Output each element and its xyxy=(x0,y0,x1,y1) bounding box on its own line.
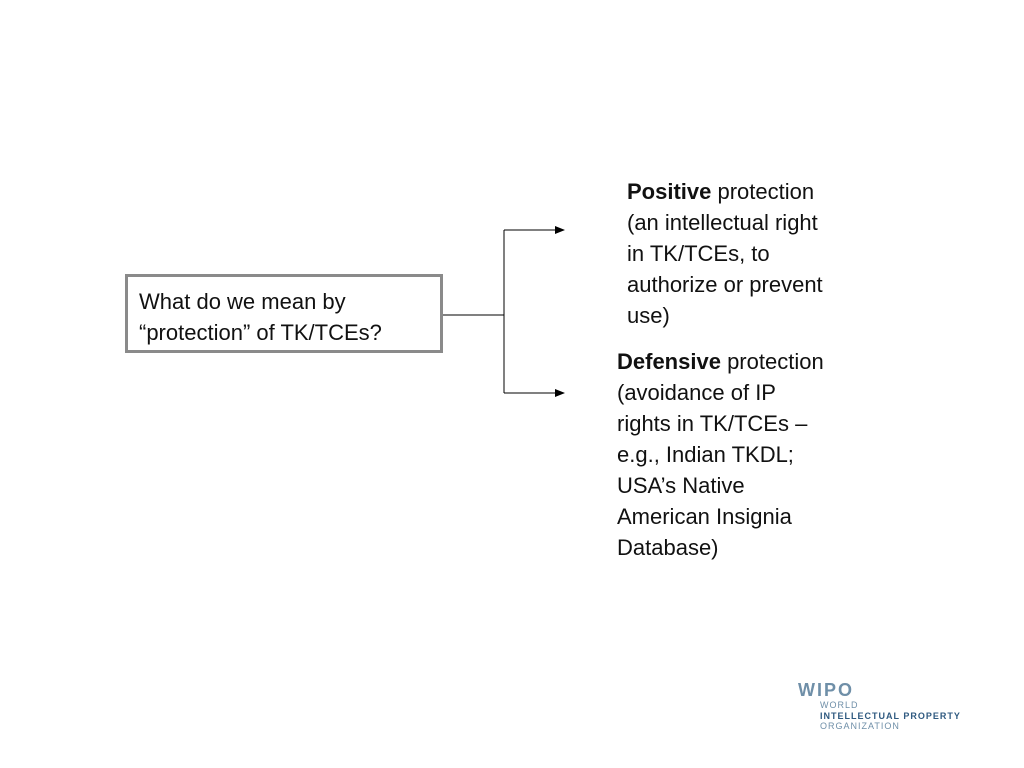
positive-line-4: authorize or prevent xyxy=(627,272,823,297)
defensive-line-6: American Insignia xyxy=(617,504,792,529)
wipo-line-org: ORGANIZATION xyxy=(820,721,900,731)
defensive-line-7: Database) xyxy=(617,535,719,560)
wipo-full-name: WORLD INTELLECTUAL PROPERTY ORGANIZATION xyxy=(820,700,961,732)
defensive-line-3: rights in TK/TCEs – xyxy=(617,411,808,436)
question-text: What do we mean by “protection” of TK/TC… xyxy=(139,286,382,348)
defensive-line-5: USA’s Native xyxy=(617,473,745,498)
question-line-1: What do we mean by xyxy=(139,289,346,314)
defensive-line-2: (avoidance of IP xyxy=(617,380,776,405)
positive-line-5: use) xyxy=(627,303,670,328)
question-box: What do we mean by “protection” of TK/TC… xyxy=(125,274,443,353)
positive-line-3: in TK/TCEs, to xyxy=(627,241,770,266)
defensive-line-4: e.g., Indian TKDL; xyxy=(617,442,794,467)
wipo-acronym: WIPO xyxy=(798,680,854,700)
defensive-protection-text: Defensive protection (avoidance of IP ri… xyxy=(617,346,824,563)
wipo-logo: WIPO WORLD INTELLECTUAL PROPERTY ORGANIZ… xyxy=(798,680,960,731)
positive-line-2: (an intellectual right xyxy=(627,210,818,235)
positive-protection-text: Positive protection (an intellectual rig… xyxy=(627,176,823,331)
wipo-line-world: WORLD xyxy=(820,700,859,710)
wipo-line-ip: INTELLECTUAL PROPERTY xyxy=(820,710,961,721)
question-line-2: “protection” of TK/TCEs? xyxy=(139,320,382,345)
defensive-line-1: protection xyxy=(720,349,824,374)
positive-line-1: protection xyxy=(711,179,815,204)
defensive-term: Defensive xyxy=(617,349,721,374)
positive-term: Positive xyxy=(627,179,712,204)
